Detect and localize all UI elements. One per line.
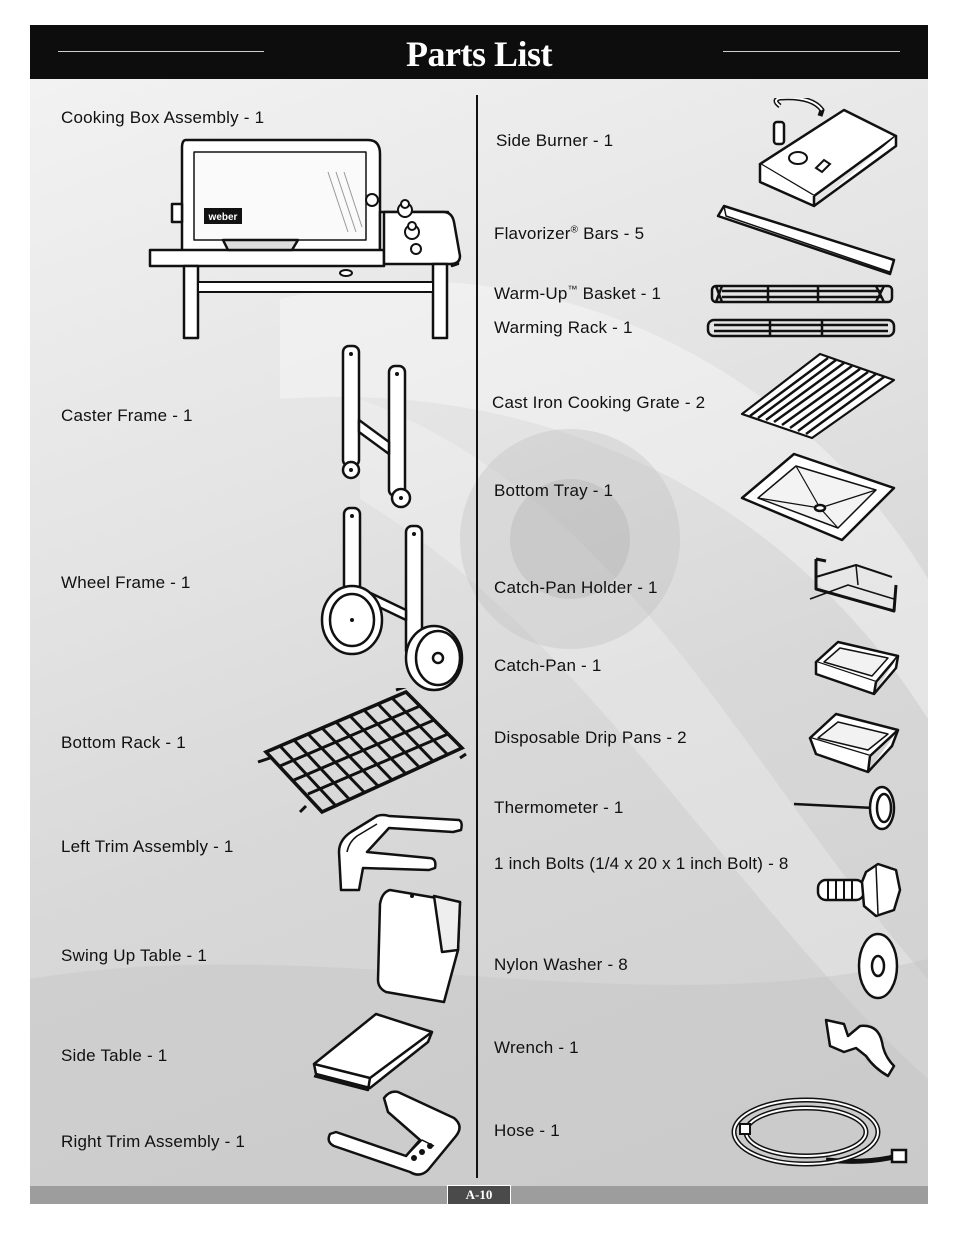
part-label-swing-up-table: Swing Up Table - 1: [61, 946, 207, 965]
weber-logo-badge: [204, 208, 242, 224]
trademark-mark: ™: [567, 284, 578, 296]
part-label-hose: Hose - 1: [494, 1121, 560, 1140]
thermometer-icon: [793, 785, 896, 831]
nylon-washer-icon: [857, 932, 899, 1000]
part-label-cooking-grate: Cast Iron Cooking Grate - 2: [492, 393, 706, 412]
left-trim-assembly-icon: [337, 813, 463, 892]
part-label-warm-up-qty: Basket - 1: [577, 284, 662, 303]
side-table-icon: [312, 1012, 434, 1092]
part-label-warming-rack: Warming Rack - 1: [494, 318, 633, 337]
background-grill-watermark: [30, 281, 928, 1186]
weber-logo-text: weber: [208, 212, 238, 223]
wheel-frame-icon: [320, 506, 464, 692]
flavorizer-bar-icon: [716, 204, 896, 276]
part-label-catch-pan-holder: Catch-Pan Holder - 1: [494, 578, 658, 597]
cooking-box-assembly-icon: weber: [148, 138, 462, 340]
part-label-flavorizer-qty: Bars - 5: [578, 224, 645, 243]
page-title: Parts List: [406, 34, 552, 74]
warming-rack-icon: [706, 318, 896, 338]
part-label-wrench: Wrench - 1: [494, 1038, 579, 1057]
part-label-bottom-rack: Bottom Rack - 1: [61, 733, 186, 752]
part-label-nylon-washer: Nylon Washer - 8: [494, 955, 628, 974]
part-label-side-table: Side Table - 1: [61, 1046, 168, 1065]
catch-pan-holder-icon: [809, 557, 898, 613]
caster-frame-icon: [341, 344, 412, 509]
part-label-flavorizer-name: Flavorizer: [494, 224, 571, 243]
warm-up-basket-icon: [710, 284, 894, 304]
part-label-side-burner: Side Burner - 1: [496, 131, 614, 150]
part-label-wheel-frame: Wheel Frame - 1: [61, 573, 191, 592]
side-burner-icon: [758, 98, 898, 208]
header-rule-right: [723, 51, 900, 52]
part-label-drip-pans: Disposable Drip Pans - 2: [494, 728, 687, 747]
right-trim-assembly-icon: [327, 1090, 461, 1176]
page-number: A-10: [447, 1185, 511, 1205]
part-label-caster-frame: Caster Frame - 1: [61, 406, 193, 425]
wrench-icon: [824, 1018, 896, 1078]
cooking-grate-icon: [740, 352, 896, 440]
header-rule-left: [58, 51, 264, 52]
page-header: Parts List: [30, 25, 928, 79]
part-label-warm-up-name: Warm-Up: [494, 284, 568, 303]
part-label-right-trim-assembly: Right Trim Assembly - 1: [61, 1132, 246, 1151]
part-label-bottom-tray: Bottom Tray - 1: [494, 481, 614, 500]
column-divider: [476, 95, 478, 1178]
part-label-cooking-box-assembly: Cooking Box Assembly - 1: [61, 108, 265, 127]
part-label-warm-up-basket: Warm-Up™ Basket - 1: [494, 284, 661, 304]
drip-pan-icon: [808, 712, 900, 774]
part-label-left-trim-assembly: Left Trim Assembly - 1: [61, 837, 234, 856]
catch-pan-icon: [814, 640, 900, 696]
part-label-flavorizer-bars: Flavorizer® Bars - 5: [494, 224, 644, 244]
registered-mark: ®: [570, 224, 579, 236]
part-label-catch-pan: Catch-Pan - 1: [494, 656, 602, 675]
bottom-rack-icon: [257, 688, 467, 815]
part-label-bolts: 1 inch Bolts (1/4 x 20 x 1 inch Bolt) - …: [494, 854, 789, 873]
swing-up-table-icon: [376, 888, 462, 1004]
bottom-tray-icon: [740, 452, 896, 542]
bolt-icon: [816, 862, 902, 918]
hose-icon: [731, 1097, 908, 1167]
part-label-thermometer: Thermometer - 1: [494, 798, 624, 817]
